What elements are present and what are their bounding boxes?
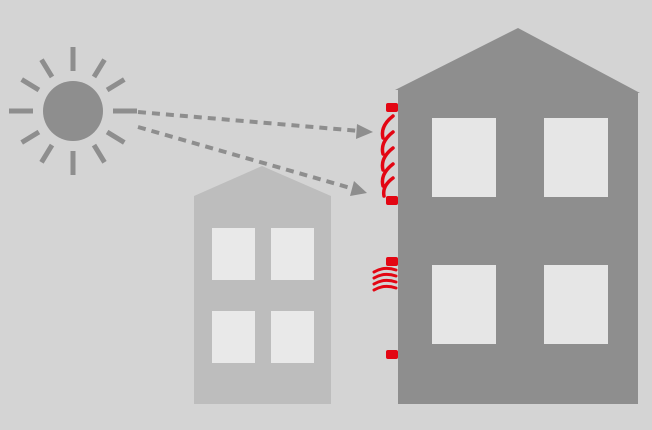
window [544, 265, 608, 344]
blind-head-rail [386, 103, 398, 112]
blind-bottom-rail [386, 350, 398, 359]
window [271, 311, 314, 363]
window [212, 228, 255, 280]
building-background [194, 166, 331, 404]
window [432, 265, 496, 344]
building-foreground-body [395, 28, 640, 404]
building-background-body [194, 166, 331, 404]
blind-head-rail [386, 257, 398, 266]
window [271, 228, 314, 280]
window [432, 118, 496, 197]
window [544, 118, 608, 197]
blind-bottom-rail [386, 196, 398, 205]
window [212, 311, 255, 363]
sun-disk [43, 81, 103, 141]
building-foreground [395, 28, 640, 404]
